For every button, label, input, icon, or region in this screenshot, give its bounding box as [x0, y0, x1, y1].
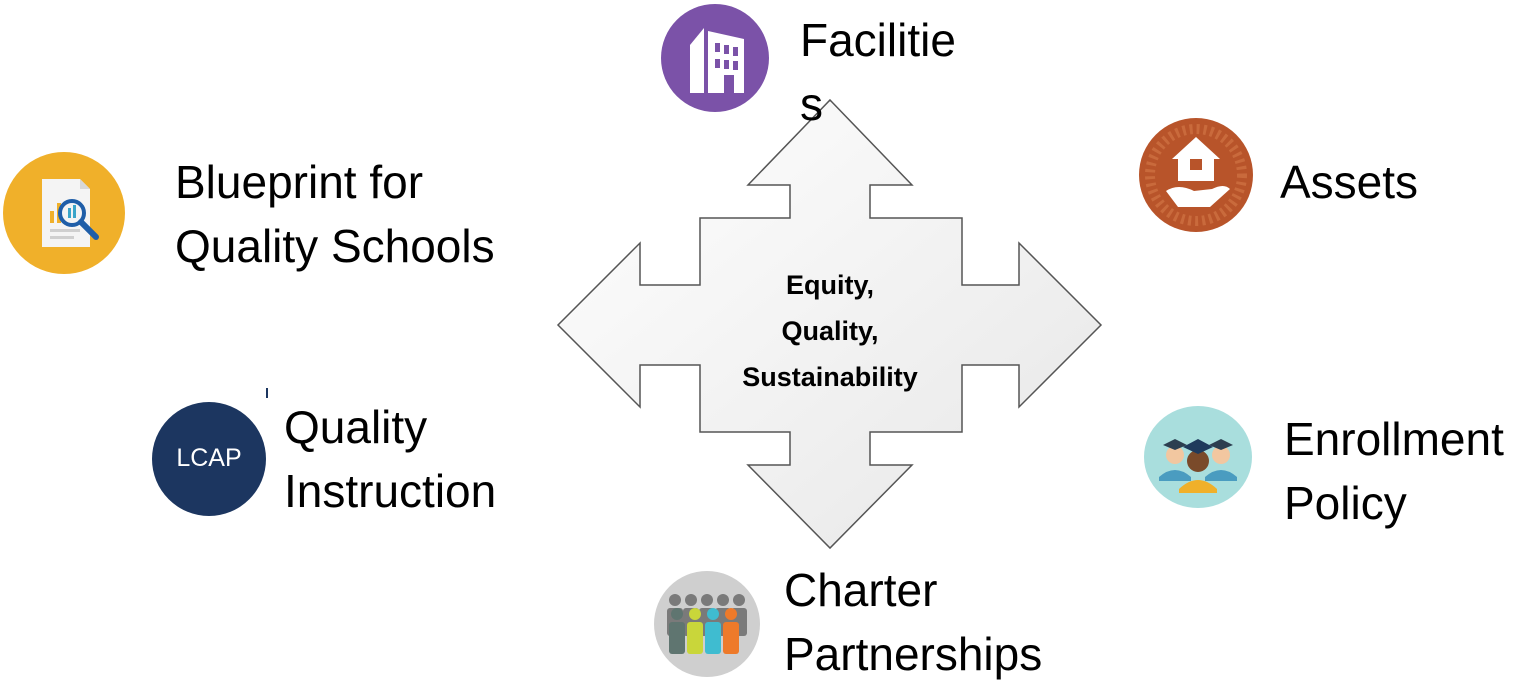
center-line-3: Sustainability — [742, 362, 918, 392]
people-group-icon — [654, 571, 760, 677]
blueprint-label: Blueprint for Quality Schools — [175, 156, 495, 272]
document-magnifier-icon — [3, 152, 125, 274]
lcap-tick-mark — [266, 388, 268, 398]
enrollment-policy-label: Enrollment Policy — [1284, 413, 1504, 529]
assets-label: Assets — [1280, 156, 1419, 208]
center-line-1: Equity, — [785, 270, 874, 300]
charter-partnerships-label: Charter Partnerships — [784, 564, 1043, 680]
center-text: Equity, Quality, Sustainability — [700, 262, 960, 400]
facilities-label: Facilitie s — [800, 14, 956, 130]
center-line-2: Quality, — [781, 316, 879, 346]
lcap-badge-text: LCAP — [176, 444, 242, 472]
arrow-shape — [556, 98, 1103, 550]
house-in-hand-icon — [1139, 118, 1253, 232]
building-icon — [661, 4, 769, 112]
graduates-icon — [1144, 406, 1252, 508]
quality-instruction-label: Quality Instruction — [284, 401, 497, 517]
lcap-badge-icon — [152, 402, 266, 516]
